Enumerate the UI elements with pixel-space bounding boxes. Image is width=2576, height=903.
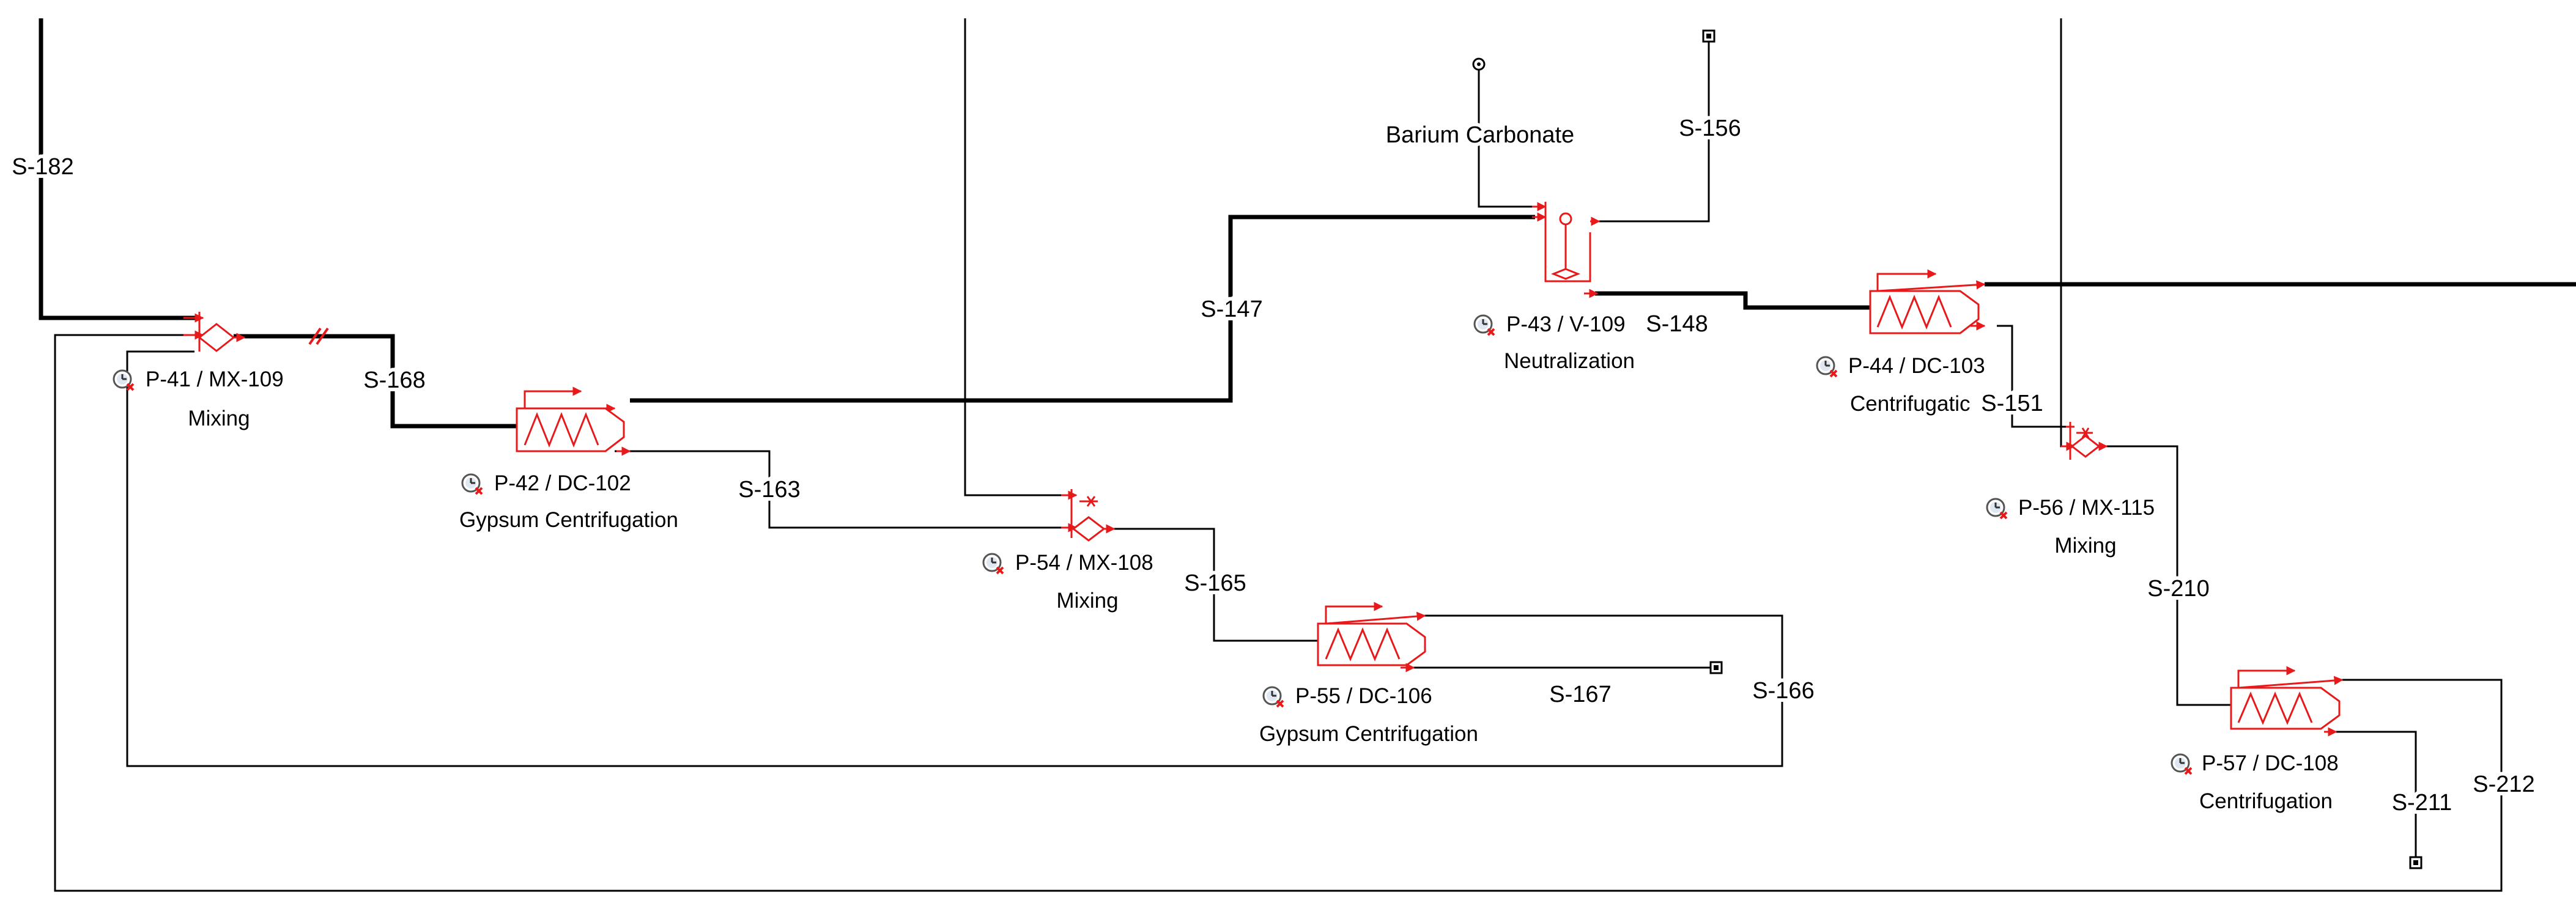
stream-terminator-icon <box>1702 29 1715 43</box>
stream-label-s151[interactable]: S-151 <box>1977 387 2046 420</box>
unit-label-p43[interactable]: P-43 / V-109 <box>1506 312 1626 336</box>
stream-line-s147[interactable] <box>630 215 1535 403</box>
centrifuge-dc108-icon[interactable] <box>2230 666 2344 737</box>
unit-desc-p57: Centrifugation <box>2199 789 2333 813</box>
stream-line-s182[interactable] <box>39 18 196 320</box>
stream-line-s156[interactable] <box>1595 39 1710 223</box>
stream-line-s163[interactable] <box>615 450 1061 529</box>
mixer-mx108-icon[interactable] <box>1061 489 1116 542</box>
clock-status-icon[interactable] <box>461 473 483 495</box>
stream-line-s210[interactable] <box>2089 445 2231 706</box>
stream-line-feed-p54[interactable] <box>964 18 1064 496</box>
stream-label-s165[interactable]: S-165 <box>1180 567 1249 600</box>
unit-label-p55[interactable]: P-55 / DC-106 <box>1295 684 1432 708</box>
unit-desc-p44: Centrifugatic <box>1850 392 1970 416</box>
stream-label-s212[interactable]: S-212 <box>2469 768 2538 801</box>
stream-line-s212[interactable] <box>54 334 2503 892</box>
centrifuge-dc102-icon[interactable] <box>516 386 631 456</box>
stream-terminator-icon <box>1472 57 1486 71</box>
stream-terminator-icon <box>1709 661 1723 674</box>
stream-line-barium[interactable] <box>1478 64 1535 208</box>
unit-desc-p54: Mixing <box>1056 589 1118 613</box>
stream-label-s182[interactable]: S-182 <box>8 150 77 183</box>
stream-label-s166[interactable]: S-166 <box>1749 674 1818 707</box>
clock-status-icon[interactable] <box>2171 753 2193 775</box>
unit-desc-p55: Gypsum Centrifugation <box>1259 722 1478 746</box>
stream-terminator-icon <box>2409 856 2422 869</box>
unit-label-p57[interactable]: P-57 / DC-108 <box>2202 751 2339 775</box>
clock-status-icon[interactable] <box>1473 314 1495 336</box>
stream-line-s148[interactable] <box>1595 291 1870 310</box>
stream-label-s147[interactable]: S-147 <box>1197 293 1266 326</box>
unit-label-p56[interactable]: P-56 / MX-115 <box>2018 496 2155 520</box>
clock-status-icon[interactable] <box>1986 498 2008 520</box>
unit-desc-p43: Neutralization <box>1504 349 1635 373</box>
unit-desc-p42: Gypsum Centrifugation <box>459 508 678 532</box>
stream-line-s166[interactable] <box>126 350 1783 767</box>
stream-label-s148[interactable]: S-148 <box>1642 308 1711 341</box>
clock-status-icon[interactable] <box>113 369 135 391</box>
unit-desc-p56: Mixing <box>2054 534 2116 558</box>
stream-label-s163[interactable]: S-163 <box>735 473 804 506</box>
unit-desc-p41: Mixing <box>188 407 250 430</box>
stream-label-s156[interactable]: S-156 <box>1675 112 1744 145</box>
clock-status-icon[interactable] <box>1262 686 1284 708</box>
stream-label-s211[interactable]: S-211 <box>2388 786 2456 819</box>
unit-label-p54[interactable]: P-54 / MX-108 <box>1015 551 1153 575</box>
mixer-mx115-icon[interactable] <box>2061 422 2108 460</box>
stream-label-s210[interactable]: S-210 <box>2144 572 2213 605</box>
stream-break-mark <box>308 327 329 345</box>
clock-status-icon[interactable] <box>982 553 1004 575</box>
input-label-barium-carbonate[interactable]: Barium Carbonate <box>1382 119 1578 152</box>
stream-line-s211[interactable] <box>2333 731 2417 857</box>
unit-label-p42[interactable]: P-42 / DC-102 <box>494 471 631 495</box>
stream-label-s168[interactable]: S-168 <box>360 364 429 397</box>
stream-line-s151[interactable] <box>1997 325 2067 428</box>
clock-status-icon[interactable] <box>1816 356 1838 378</box>
unit-label-p44[interactable]: P-44 / DC-103 <box>1848 354 1985 378</box>
centrifuge-dc103-icon[interactable] <box>1869 269 1986 334</box>
stream-label-s167[interactable]: S-167 <box>1545 678 1615 711</box>
centrifuge-dc106-icon[interactable] <box>1317 602 1426 673</box>
stream-line-feed-p56[interactable] <box>2060 18 2070 448</box>
stream-line-s168[interactable] <box>234 334 517 429</box>
mixer-mx109-icon[interactable] <box>183 312 246 352</box>
stream-line-s165[interactable] <box>1110 528 1318 642</box>
vessel-v109-icon[interactable] <box>1532 202 1601 298</box>
unit-label-p41[interactable]: P-41 / MX-109 <box>146 367 284 391</box>
